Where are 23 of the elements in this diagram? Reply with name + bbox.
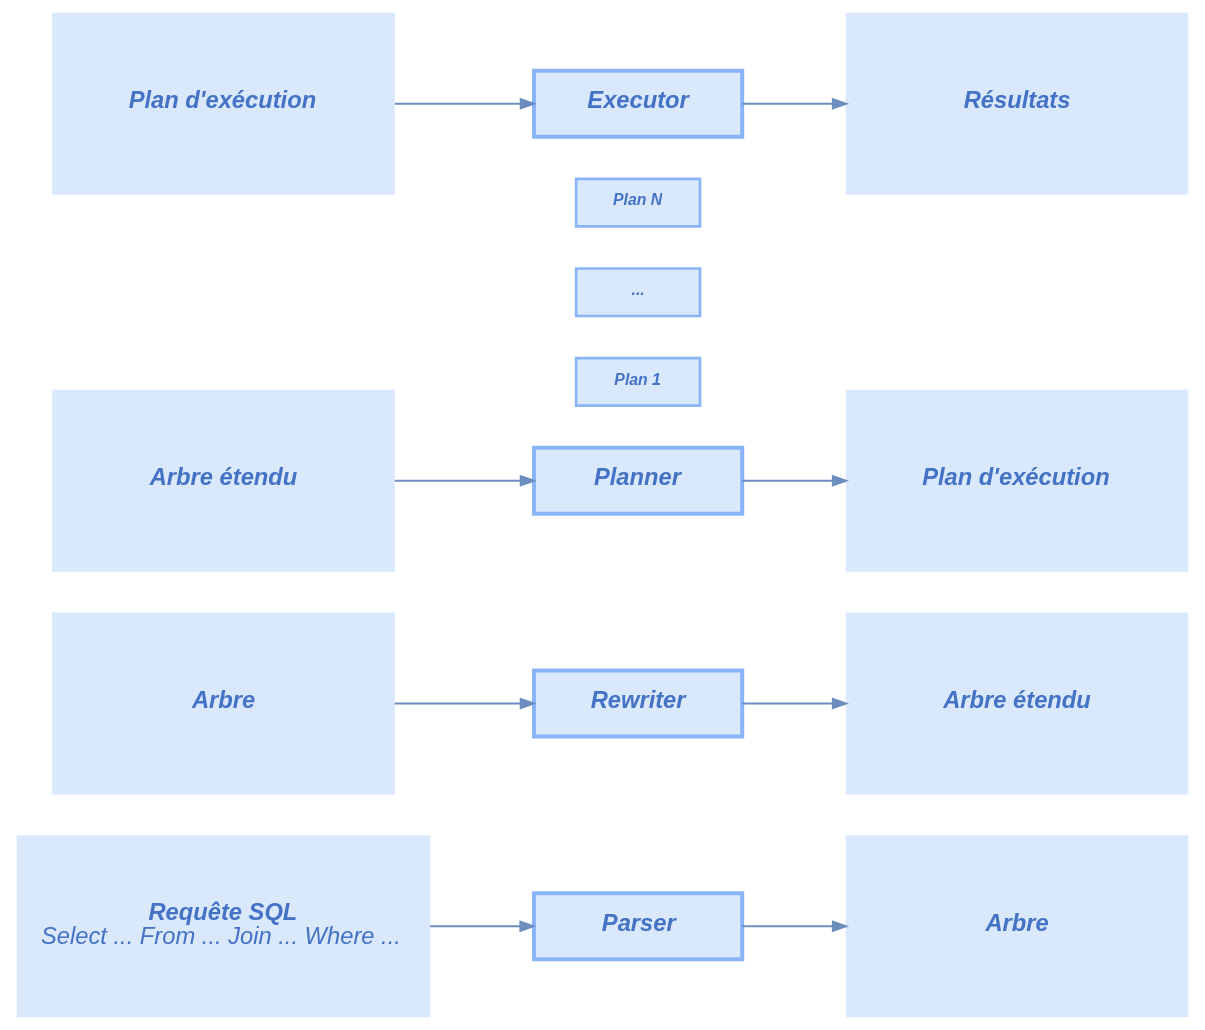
node-box: Parser <box>532 891 745 962</box>
node-box: Arbre étendu <box>52 389 395 572</box>
node-box: Plan 1 <box>574 356 702 407</box>
node-box: ... <box>574 267 702 318</box>
node-box: Plan d'exécution <box>845 389 1189 572</box>
arrow <box>393 474 537 487</box>
node-box: Résultats <box>845 12 1189 195</box>
node-box: Arbre <box>845 835 1189 1018</box>
arrow <box>741 697 850 710</box>
node-box: Arbre étendu <box>845 612 1189 795</box>
node-box: Arbre <box>52 612 395 795</box>
arrow <box>741 920 850 933</box>
node-box: Planner <box>532 445 745 516</box>
arrow <box>429 920 537 933</box>
node-box: Plan N <box>574 177 702 228</box>
arrow <box>741 474 850 487</box>
node-box: Requête SQL Select ... From ... Join ... Where ... <box>16 835 431 1018</box>
arrow <box>393 97 537 110</box>
arrow <box>393 697 537 710</box>
node-box: Executor <box>532 68 745 139</box>
arrow <box>741 97 850 110</box>
node-box: Rewriter <box>532 668 745 739</box>
node-box: Plan d'exécution <box>52 12 395 195</box>
